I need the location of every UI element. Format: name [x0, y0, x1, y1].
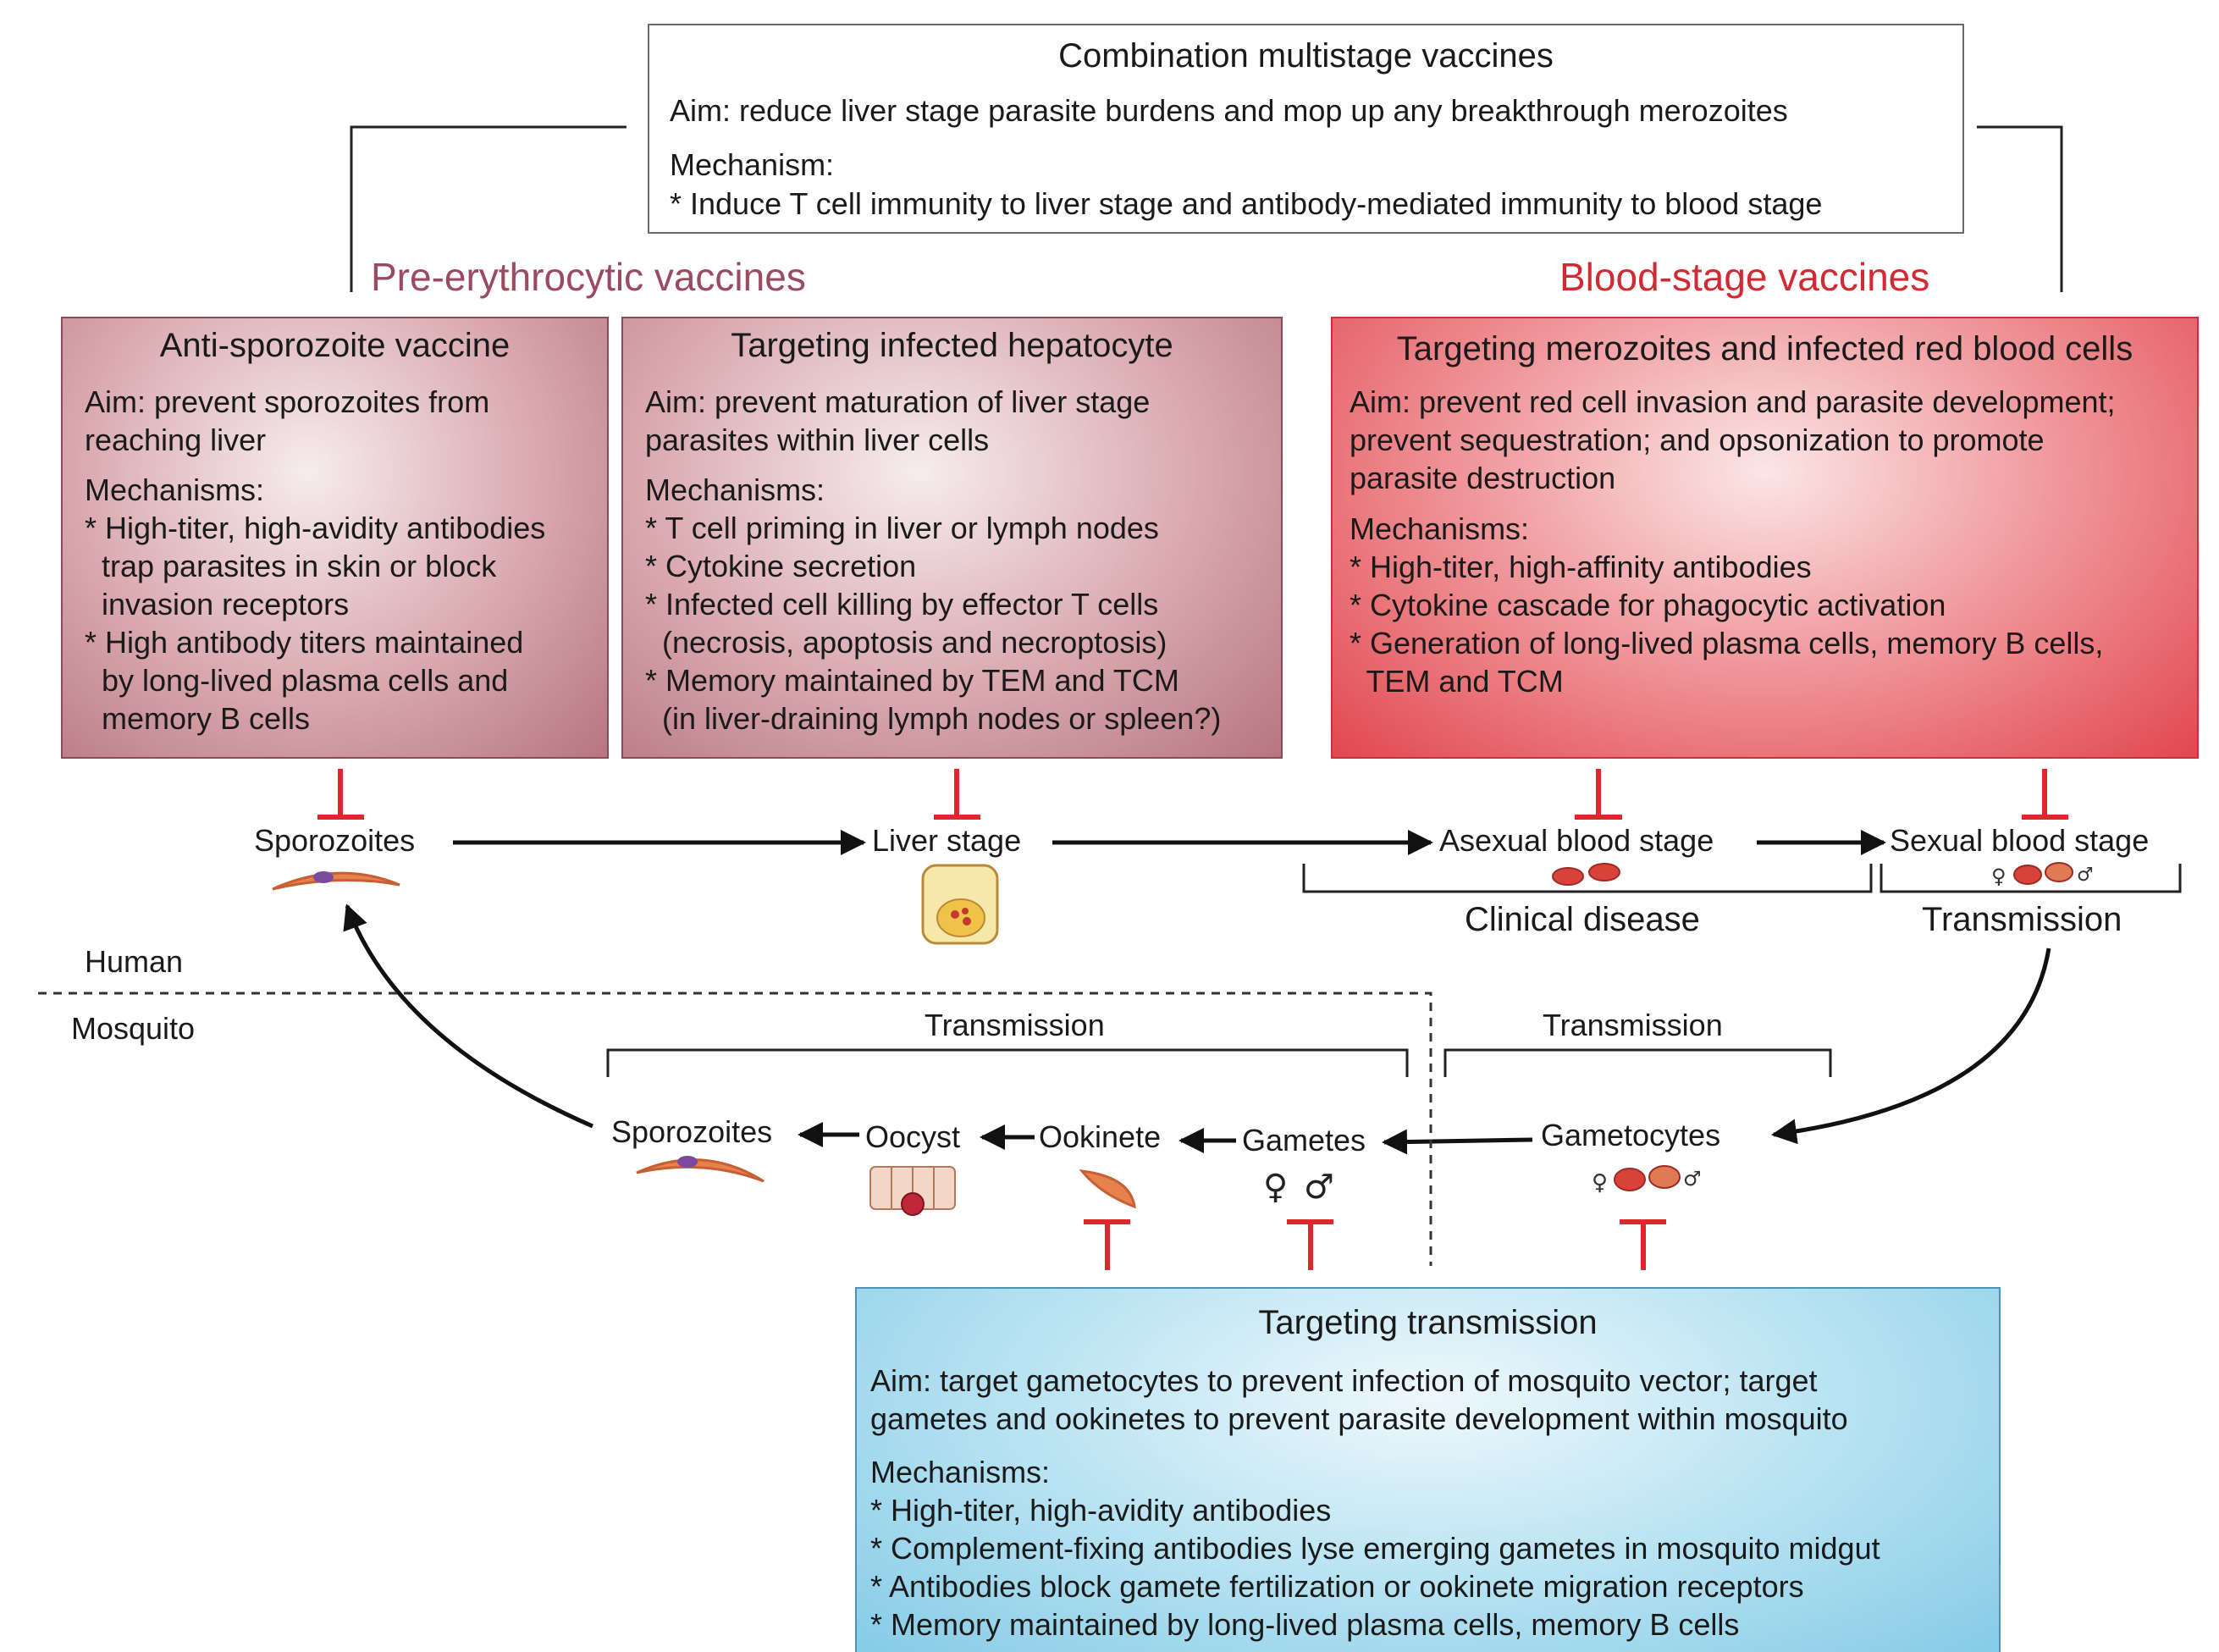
- bracket-transmission-mosquito-right: [1443, 1048, 1832, 1077]
- svg-text:♀: ♀: [1991, 865, 2006, 888]
- blood-stage-heading: Blood-stage vaccines: [1559, 255, 1930, 299]
- anti-sporozoite-mechanism-1: * High-titer, high-avidity antibodies: [85, 511, 546, 545]
- combination-aim: Aim: reduce liver stage parasite burdens…: [670, 93, 1788, 128]
- anti-sporozoite-mechanisms-heading: Mechanisms:: [85, 472, 265, 507]
- mosquito-gametocyte-icons: ♀ ♂: [1592, 1165, 1702, 1196]
- transmission-box-title: Targeting transmission: [1258, 1304, 1598, 1341]
- host-mosquito-label: Mosquito: [71, 1011, 196, 1046]
- stage-sexual-blood: Sexual blood stage: [1890, 823, 2150, 858]
- stage-sporozoites-human: Sporozoites: [254, 823, 416, 858]
- merozoites-mechanism-3: * Generation of long-lived plasma cells,…: [1350, 626, 2104, 660]
- anti-sporozoite-mechanism-5: by long-lived plasma cells and: [85, 663, 509, 698]
- transmission-aim-2: gametes and ookinetes to prevent parasit…: [870, 1401, 1848, 1436]
- sporozoite-cell-human: [272, 871, 400, 891]
- stage-gametocytes: Gametocytes: [1541, 1118, 1721, 1152]
- combination-connector-right: [1977, 125, 2063, 292]
- bracket-clinical-disease: [1302, 864, 1873, 893]
- bracket-transmission-human: [1880, 864, 2182, 893]
- merozoites-mechanism-2: * Cytokine cascade for phagocytic activa…: [1350, 588, 1946, 622]
- inhibitor-ookinete: [1084, 1219, 1130, 1270]
- anti-sporozoite-mechanism-4: * High antibody titers maintained: [85, 625, 524, 660]
- hepatocyte-aim-1: Aim: prevent maturation of liver stage: [645, 384, 1151, 419]
- hepatocyte-box: Targeting infected hepatocyte Aim: preve…: [621, 317, 1283, 759]
- combination-title: Combination multistage vaccines: [1058, 37, 1554, 75]
- oocyst-icon: [869, 1166, 956, 1216]
- label-clinical-disease: Clinical disease: [1465, 901, 1700, 938]
- hepatocyte-title: Targeting infected hepatocyte: [731, 327, 1173, 364]
- anti-sporozoite-box: Anti-sporozoite vaccine Aim: prevent spo…: [61, 317, 609, 759]
- merozoites-title: Targeting merozoites and infected red bl…: [1396, 330, 2133, 367]
- merozoites-aim-2: prevent sequestration; and opsonization …: [1350, 423, 2045, 457]
- human-mosquito-divider: [38, 992, 1432, 1266]
- svg-text:♀: ♀: [1263, 1168, 1288, 1207]
- stage-ookinete: Ookinete: [1039, 1119, 1162, 1154]
- anti-sporozoite-mechanism-6: memory B cells: [85, 701, 311, 736]
- ookinete-icon: [1079, 1169, 1136, 1209]
- label-transmission-human: Transmission: [1922, 901, 2122, 938]
- stage-liver: Liver stage: [872, 823, 1022, 858]
- anti-sporozoite-mechanism-2: trap parasites in skin or block: [85, 549, 497, 583]
- stage-oocyst: Oocyst: [865, 1119, 961, 1154]
- merozoites-aim-1: Aim: prevent red cell invasion and paras…: [1350, 384, 2116, 419]
- anti-sporozoite-title: Anti-sporozoite vaccine: [159, 327, 511, 364]
- merozoites-mechanisms-heading: Mechanisms:: [1350, 511, 1530, 546]
- combination-connector-left: [350, 125, 627, 292]
- stage-asexual-blood: Asexual blood stage: [1439, 823, 1714, 858]
- sporozoite-cell-mosquito: [636, 1156, 765, 1183]
- targeting-transmission-box: Targeting transmission Aim: target gamet…: [855, 1287, 2001, 1652]
- merozoites-mechanism-4: TEM and TCM: [1350, 664, 1564, 699]
- arrow-mosquito-sporozoites-to-human: [343, 903, 593, 1129]
- merozoites-aim-3: parasite destruction: [1350, 461, 1616, 495]
- hepatocyte-mechanism-1: * T cell priming in liver or lymph nodes: [645, 511, 1159, 545]
- asexual-rbc-icons: [1552, 863, 1620, 886]
- transmission-aim-1: Aim: target gametocytes to prevent infec…: [870, 1363, 1818, 1398]
- svg-text:♀: ♀: [1592, 1170, 1608, 1196]
- svg-text:♂: ♂: [2077, 865, 2094, 886]
- inhibitor-asexual-blood: [1575, 769, 1622, 820]
- anti-sporozoite-mechanism-3: invasion receptors: [85, 587, 350, 622]
- anti-sporozoite-aim-2: reaching liver: [85, 423, 267, 457]
- gametes-icon: ♀ ♂: [1263, 1168, 1334, 1207]
- svg-text:♂: ♂: [1304, 1168, 1334, 1207]
- transmission-mechanism-2: * Complement-fixing antibodies lyse emer…: [870, 1531, 1880, 1566]
- inhibitor-sporozoites: [317, 769, 364, 820]
- hepatocyte-mechanism-2: * Cytokine secretion: [645, 549, 917, 583]
- hepatocyte-cell: [921, 864, 999, 945]
- transmission-mechanisms-heading: Mechanisms:: [870, 1455, 1051, 1489]
- host-human-label: Human: [85, 944, 184, 979]
- inhibitor-gametocytes: [1620, 1219, 1666, 1270]
- transmission-mechanism-4: * Memory maintained by long-lived plasma…: [870, 1607, 1740, 1642]
- hepatocyte-mechanism-5: * Memory maintained by TEM and TCM: [645, 663, 1179, 698]
- stage-gametes: Gametes: [1242, 1123, 1366, 1158]
- transmission-mechanism-3: * Antibodies block gamete fertilization …: [870, 1569, 1804, 1604]
- hepatocyte-mechanism-4: (necrosis, apoptosis and necroptosis): [645, 625, 1167, 660]
- transmission-mechanism-1: * High-titer, high-avidity antibodies: [870, 1493, 1332, 1528]
- stage-sporozoites-mosquito: Sporozoites: [611, 1114, 773, 1149]
- merozoites-mechanism-1: * High-titer, high-affinity antibodies: [1350, 550, 1812, 584]
- sexual-gametocyte-icons: ♀ ♂: [1991, 862, 2094, 888]
- hepatocyte-mechanism-3: * Infected cell killing by effector T ce…: [645, 587, 1159, 622]
- pre-erythrocytic-heading: Pre-erythrocytic vaccines: [371, 255, 806, 299]
- hepatocyte-mechanisms-heading: Mechanisms:: [645, 472, 825, 507]
- svg-text:♂: ♂: [1683, 1167, 1702, 1191]
- arrow-transmission-to-gametocytes: [1771, 948, 2051, 1145]
- arrow-gametocytes-to-gametes: [1382, 1129, 1533, 1155]
- combination-mechanism-heading: Mechanism:: [670, 147, 835, 182]
- label-transmission-mosquito-left: Transmission: [925, 1008, 1105, 1042]
- inhibitor-gametes: [1287, 1219, 1333, 1270]
- merozoites-box: Targeting merozoites and infected red bl…: [1331, 317, 2199, 759]
- anti-sporozoite-aim-1: Aim: prevent sporozoites from: [85, 384, 490, 419]
- inhibitor-sexual-blood: [2022, 769, 2068, 820]
- inhibitor-liver-stage: [934, 769, 980, 820]
- hepatocyte-aim-2: parasites within liver cells: [645, 423, 990, 457]
- combination-mechanism-item: * Induce T cell immunity to liver stage …: [670, 186, 1823, 221]
- hepatocyte-mechanism-6: (in liver-draining lymph nodes or spleen…: [645, 701, 1222, 736]
- label-transmission-mosquito-right: Transmission: [1543, 1008, 1723, 1042]
- bracket-transmission-mosquito-left: [606, 1048, 1409, 1077]
- combination-vaccine-box: Combination multistage vaccines Aim: red…: [648, 24, 1964, 234]
